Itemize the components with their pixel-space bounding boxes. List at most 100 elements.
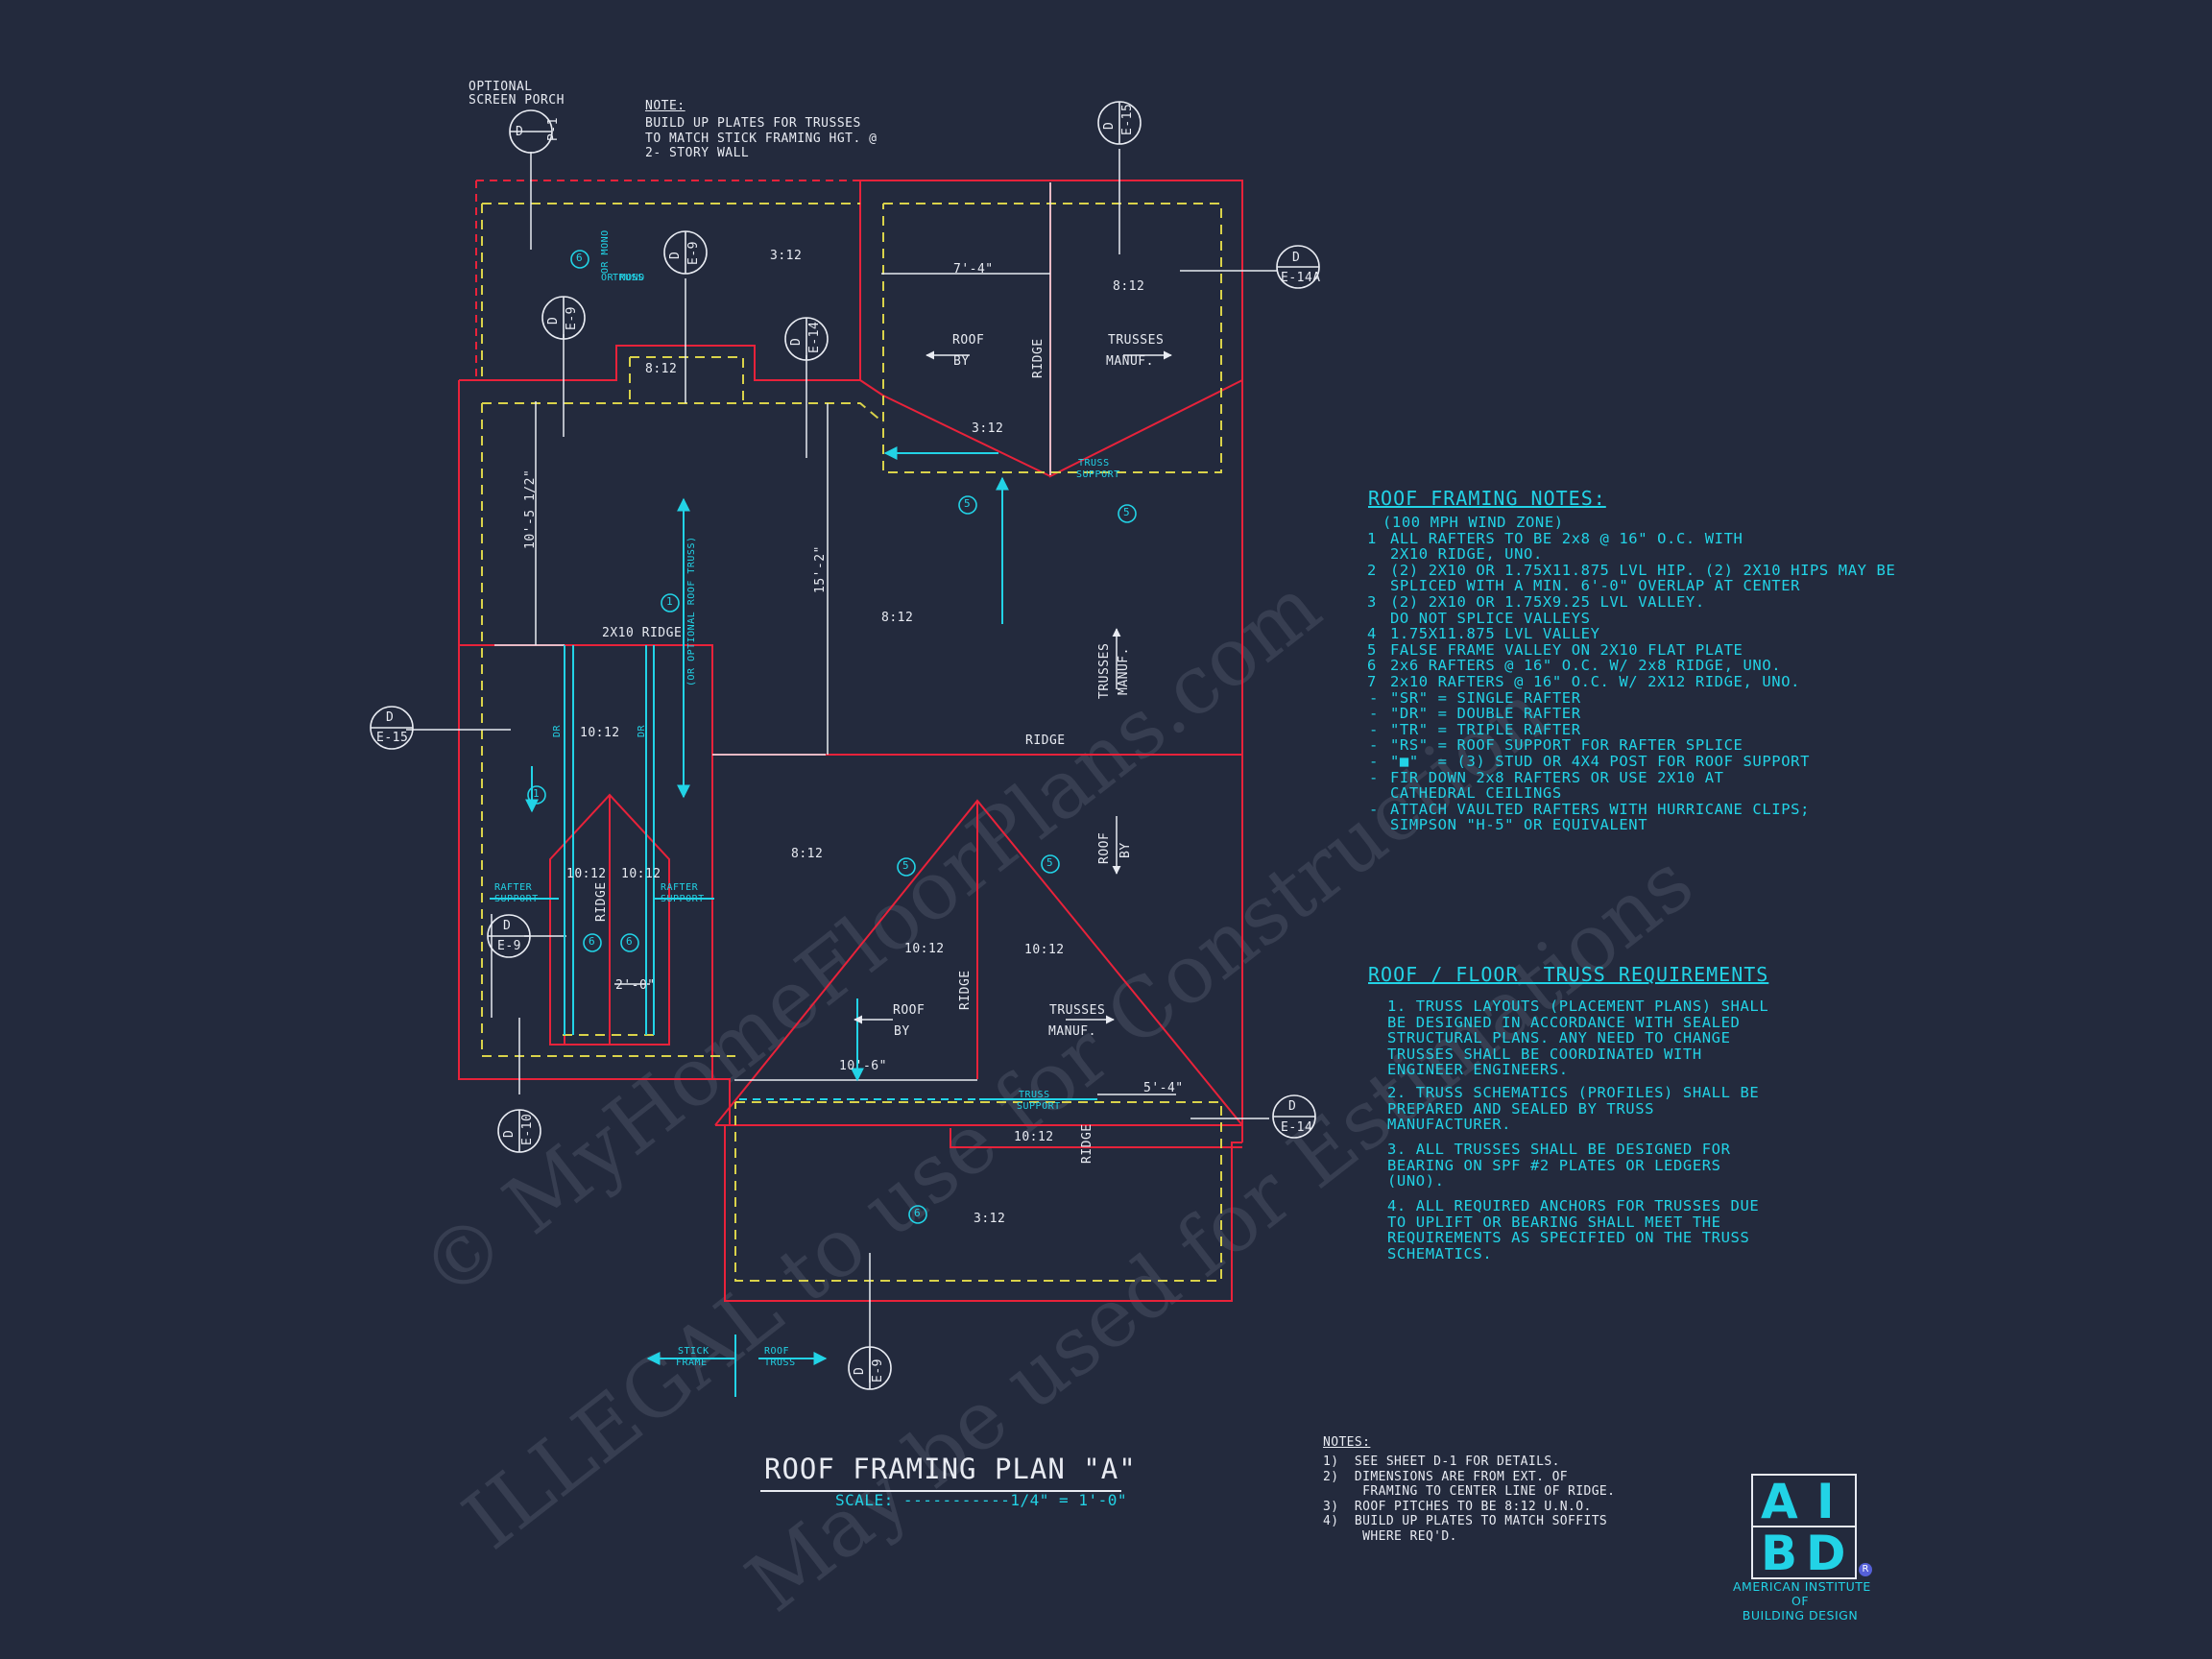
rfn-marker-2: 2	[1367, 561, 1377, 579]
bottom-note-line-3: 3) ROOF PITCHES TO BE 8:12 U.N.O.	[1323, 1499, 1592, 1514]
marker-d-e10-top: D	[502, 1129, 517, 1138]
pitch-label-10-12-a: 10:12	[566, 867, 607, 881]
marker-d-p1-bottom: P-1	[546, 117, 561, 141]
tr-line-4: ENGINEER ENGINEERS.	[1387, 1061, 1569, 1079]
pitch-label-8-12-lower-left: 8:12	[791, 847, 824, 861]
rafter-support-right-2: SUPPORT	[661, 894, 705, 904]
marker-d-e15-top-bottom: E-15	[1120, 103, 1135, 135]
pitch-label-10-12-c: 10:12	[904, 942, 945, 956]
rfn-dash-2: -	[1369, 705, 1379, 723]
pitch-label-10-12-e: 10:12	[1014, 1130, 1054, 1144]
marker-d-e9-d-bottom: E-9	[871, 1358, 885, 1382]
logo-letter-b: B	[1761, 1526, 1798, 1581]
tr-line-8: 3. ALL TRUSSES SHALL BE DESIGNED FOR	[1387, 1141, 1731, 1158]
rfn-dash-4: -	[1369, 736, 1379, 755]
pitch-label-10-12-b: 10:12	[621, 867, 661, 881]
truss-support-lower-1: TRUSS	[1019, 1090, 1050, 1100]
rfn-marker-6: 6	[1367, 657, 1377, 675]
ridge-2x10-label: 2X10 RIDGE	[602, 626, 683, 640]
trusses-manuf-mid-2: MANUF.	[1117, 647, 1131, 695]
marker-d-e9-b-bottom: E-9	[565, 306, 579, 330]
logo-registered-mark: R	[1859, 1563, 1872, 1576]
logo-caption-3: BUILDING DESIGN	[1742, 1608, 1859, 1623]
rfn-line-18: ATTACH VAULTED RAFTERS WITH HURRICANE CL…	[1390, 800, 1810, 818]
tr-line-10: (UNO).	[1387, 1172, 1445, 1190]
truss-requirements-title: ROOF / FLOOR TRUSS REQUIREMENTS	[1368, 963, 1769, 986]
dimension-10-5: 10'-5 1/2"	[523, 469, 538, 549]
rfn-line-8: FALSE FRAME VALLEY ON 2X10 FLAT PLATE	[1390, 640, 1743, 659]
rfn-line-2: 2X10 RIDGE, UNO.	[1390, 545, 1543, 564]
rfn-dash-7: -	[1369, 800, 1379, 818]
marker-d-e9-a-bottom: E-9	[686, 241, 701, 265]
bottom-note-line-4: 4) BUILD UP PLATES TO MATCH SOFFITS	[1323, 1514, 1608, 1528]
tr-line-14: SCHEMATICS.	[1387, 1244, 1493, 1262]
tr-line-9: BEARING ON SPF #2 PLATES OR LEDGERS	[1387, 1156, 1721, 1174]
logo-letter-d: D	[1806, 1526, 1846, 1581]
marker-d-e9-a-top: D	[668, 251, 683, 259]
rfn-line-4: SPLICED WITH A MIN. 6'-0" OVERLAP AT CEN…	[1390, 577, 1801, 595]
marker-d-e14-a-top: D	[789, 337, 804, 346]
porch-outline	[475, 180, 860, 380]
truss-support-lower-2: SUPPORT	[1017, 1101, 1061, 1112]
roof-by-upper-2: BY	[953, 354, 970, 369]
rfn-line-17: CATHEDRAL CEILINGS	[1390, 784, 1562, 803]
dr-label-right: DR	[637, 724, 647, 737]
logo-caption-2: OF	[1791, 1594, 1810, 1608]
note-title: NOTE:	[645, 99, 685, 113]
marker-d-e15-left-bottom: E-15	[376, 731, 409, 745]
note-line-3: 2- STORY WALL	[645, 146, 750, 160]
circled-6-b: 6	[626, 935, 634, 948]
logo-letter-i: I	[1816, 1474, 1835, 1529]
tr-line-3: TRUSSES SHALL BE COORDINATED WITH	[1387, 1045, 1702, 1063]
roof-truss-label-1: ROOF	[764, 1346, 790, 1357]
trusses-manuf-upper-1: TRUSSES	[1108, 333, 1165, 348]
roof-by-right-2: BY	[1118, 842, 1133, 858]
trusses-manuf-upper-2: MANUF.	[1106, 354, 1154, 369]
rafter-support-left-2: SUPPORT	[494, 894, 539, 904]
pitch-label-3-12-top: 3:12	[770, 249, 803, 263]
circled-6-porch: 6	[914, 1207, 922, 1219]
rfn-line-19: SIMPSON "H-5" OR EQUIVALENT	[1390, 816, 1648, 834]
circled-5-a: 5	[964, 497, 972, 510]
pitch-label-8-12-bump: 8:12	[645, 362, 678, 376]
rfn-line-6: DO NOT SPLICE VALLEYS	[1390, 609, 1591, 627]
section-marker-circles	[370, 101, 1320, 1390]
stick-frame-label-1: STICK	[678, 1346, 709, 1357]
marker-d-e9-c-bottom: E-9	[497, 939, 521, 953]
rfn-line-11: "SR" = SINGLE RAFTER	[1390, 688, 1581, 707]
marker-d-e15-top-top: D	[1102, 121, 1117, 130]
tr-line-0: 1. TRUSS LAYOUTS (PLACEMENT PLANS) SHALL	[1387, 998, 1769, 1015]
rfn-line-13: "TR" = TRIPLE RAFTER	[1390, 720, 1581, 738]
logo-caption-1: AMERICAN INSTITUTE	[1733, 1579, 1871, 1594]
dimension-5-4: 5'-4"	[1143, 1081, 1184, 1095]
circled-5-c: 5	[902, 859, 910, 872]
tr-line-13: REQUIREMENTS AS SPECIFIED ON THE TRUSS	[1387, 1229, 1750, 1247]
rfn-line-15: "■" = (3) STUD OR 4X4 POST FOR ROOF SUPP…	[1390, 753, 1810, 770]
optional-roof-truss-label: (OR OPTIONAL ROOF TRUSS)	[686, 536, 697, 687]
marker-d-e14-a-bottom: E-14	[807, 321, 822, 353]
or-mono-truss-top-2: TRUSS	[613, 273, 644, 283]
dimension-2-0: 2'-0"	[615, 978, 656, 993]
pitch-label-3-12-porch: 3:12	[974, 1212, 1006, 1226]
bottom-notes-title: NOTES:	[1323, 1435, 1371, 1450]
marker-d-e9-b-top: D	[546, 316, 561, 325]
pitch-label-8-12-upper-right: 8:12	[1113, 279, 1145, 294]
roof-by-right-1: ROOF	[1097, 831, 1112, 864]
trusses-manuf-mid-1: TRUSSES	[1097, 642, 1112, 699]
dimension-15-2: 15'-2"	[813, 545, 828, 593]
bottom-note-line-5: WHERE REQ'D.	[1323, 1528, 1457, 1544]
dr-label-left: DR	[552, 724, 563, 737]
tr-line-2: STRUCTURAL PLANS. ANY NEED TO CHANGE	[1387, 1029, 1731, 1047]
circled-5-b: 5	[1123, 506, 1131, 518]
rfn-line-3: (2) 2X10 OR 1.75X11.875 LVL HIP. (2) 2X1…	[1390, 561, 1896, 579]
roof-truss-label-2: TRUSS	[764, 1358, 796, 1368]
note-line-2: TO MATCH STICK FRAMING HGT. @	[645, 132, 878, 146]
trusses-manuf-lower-2: MANUF.	[1048, 1024, 1096, 1039]
ridge-lower: RIDGE	[958, 970, 973, 1010]
rfn-marker-4: 4	[1367, 625, 1377, 643]
roof-outline	[458, 180, 1243, 1302]
roof-framing-notes-title: ROOF FRAMING NOTES:	[1368, 487, 1606, 510]
rfn-dash-5: -	[1369, 753, 1379, 770]
marker-d-e14-b-bottom: E-14	[1281, 1120, 1313, 1135]
